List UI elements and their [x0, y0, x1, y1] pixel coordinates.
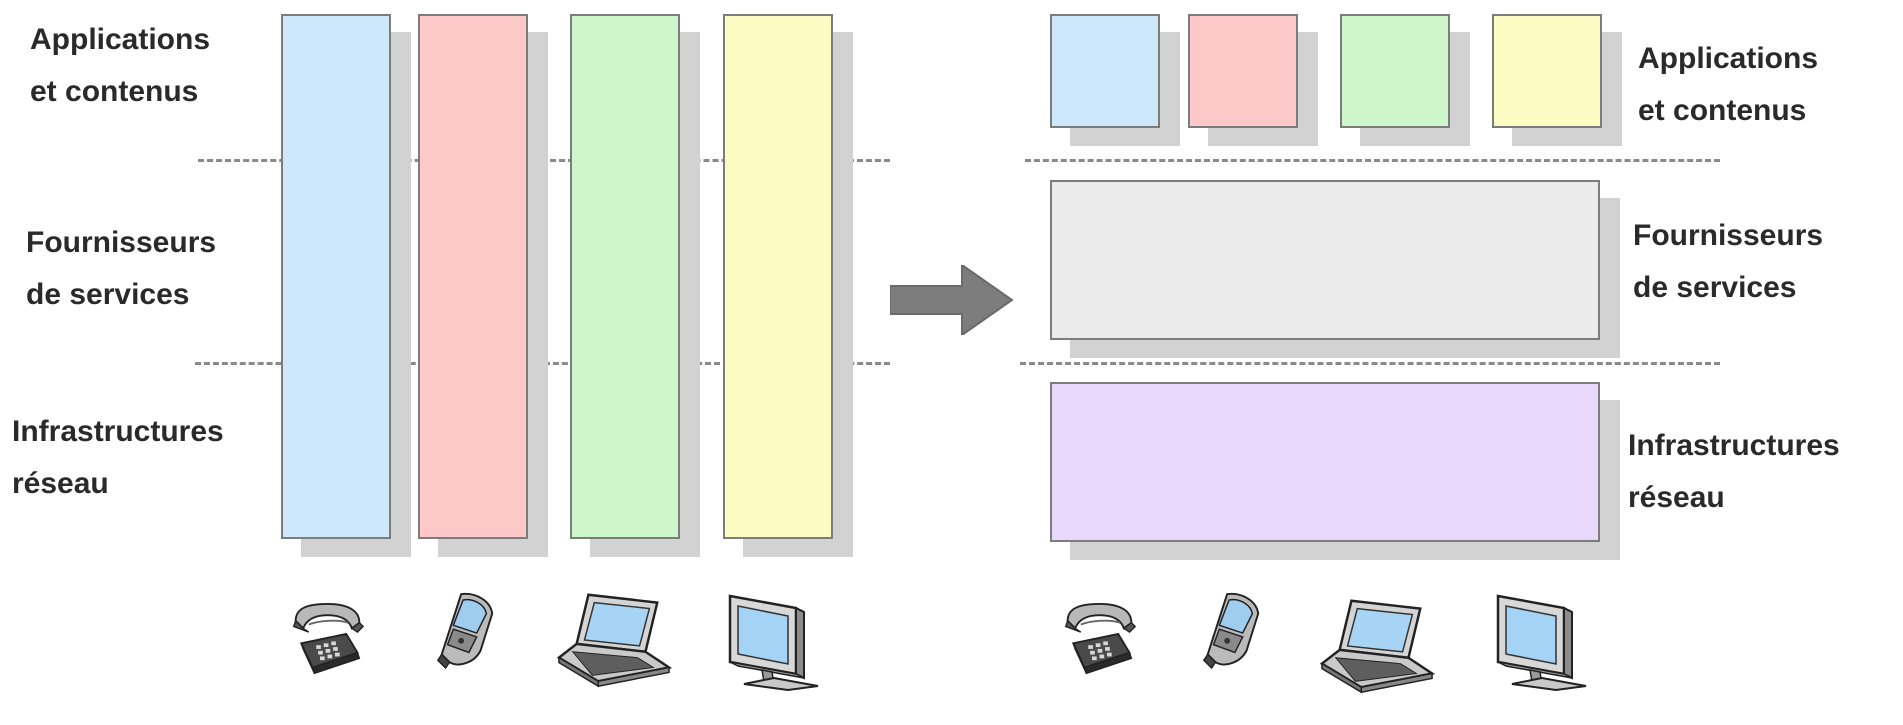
shared-infrastructure-layer [1050, 382, 1600, 542]
laptop-icon [555, 588, 673, 688]
app-box-green [1340, 14, 1450, 128]
app-box-yellow [1492, 14, 1602, 128]
monitor-icon [722, 590, 822, 700]
app-box-red [1188, 14, 1298, 128]
app-box-blue [1050, 14, 1160, 128]
vertical-silo-yellow [723, 14, 833, 539]
right-separator-bottom [1020, 362, 1720, 365]
vertical-silo-red [418, 14, 528, 539]
transition-arrow-icon [890, 265, 1015, 335]
vertical-silo-blue [281, 14, 391, 539]
laptop-icon [1318, 594, 1436, 694]
monitor-icon [1490, 590, 1590, 700]
left-label-services: Fournisseurs de services [26, 226, 217, 311]
shared-services-layer [1050, 180, 1600, 340]
vertical-silo-green [570, 14, 680, 539]
telephone-icon [290, 598, 365, 683]
left-label-applications: Applications et contenus [30, 23, 211, 108]
right-separator-top [1025, 159, 1720, 162]
left-separator-top [198, 159, 890, 162]
right-label-infrastructure: Infrastructures réseau [1628, 429, 1840, 514]
mobile-phone-icon [432, 590, 500, 678]
left-separator-bottom [195, 362, 890, 365]
mobile-phone-icon [1198, 590, 1266, 678]
telephone-icon [1062, 598, 1137, 683]
right-label-applications: Applications et contenus [1638, 42, 1819, 127]
right-label-services: Fournisseurs de services [1633, 219, 1824, 304]
left-label-infrastructure: Infrastructures réseau [12, 415, 224, 500]
